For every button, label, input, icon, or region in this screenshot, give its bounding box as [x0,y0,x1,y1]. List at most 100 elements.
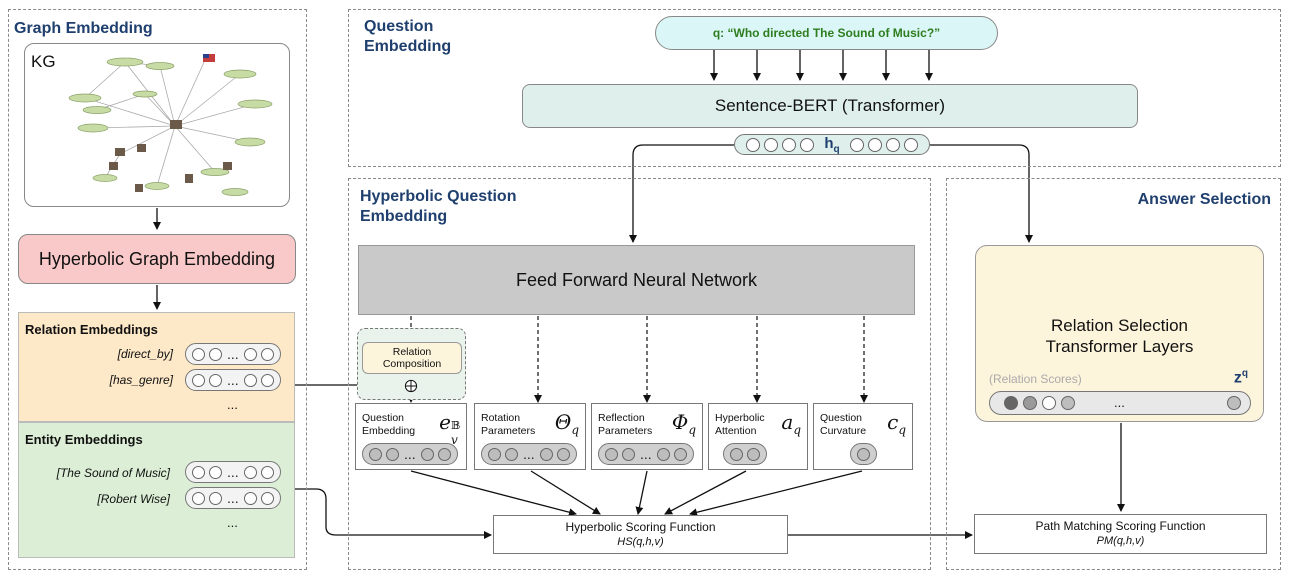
graph-embedding-panel [8,9,307,570]
vector-chip [605,447,618,461]
sentence-bert-box: Sentence-BERT (Transformer) [522,84,1138,128]
param-vector [723,443,767,465]
entity-label-sound-of-music: [The Sound of Music] [56,466,170,480]
kg-graph-illustration [68,54,273,196]
vector-chip [505,447,518,461]
param-label: Rotation Parameters [481,412,536,437]
query-text: q: “Who directed The Sound of Music?” [712,26,941,40]
entity-vector-robert-wise: ... [185,487,281,509]
vector-ellipsis: ... [523,446,535,462]
param-symbol-sub: v [451,433,458,447]
vector-chip [243,347,257,361]
vector-chip [192,491,205,505]
score-dot [1023,396,1037,410]
entity-label-robert-wise: [Robert Wise] [97,492,170,506]
hq-chip [885,137,900,152]
param-symbol: Φq [672,410,696,437]
vector-chip [420,447,434,461]
relation-scores-bar: ... [989,391,1251,415]
question-embedding-panel [348,9,1281,167]
vector-ellipsis: ... [227,490,239,506]
vector-ellipsis: ... [640,446,652,462]
vector-ellipsis: ... [227,372,239,388]
entity-embeddings-title: Entity Embeddings [25,432,143,447]
score-dots [1004,396,1075,410]
hq-chip [903,137,918,152]
param-reflection: Reflection Parameters Φq ... [591,403,703,470]
param-vector: ... [362,443,458,465]
path-matching-box: Path Matching Scoring Function PM(q,h,v) [974,514,1267,554]
zq-symbol-base: z [1233,369,1242,387]
hyperbolic-question-panel [348,178,931,570]
vector-chip [209,347,222,361]
hyperbolic-scoring-title: Hyperbolic Scoring Function [565,520,716,534]
question-embedding-title-line1: Question [364,18,434,35]
vector-chip [260,465,274,479]
vector-chip [243,373,257,387]
zq-symbol: zq [1234,368,1248,387]
relation-label-has-genre: [has_genre] [109,373,173,387]
relation-more: ... [227,397,238,412]
score-dot [1061,396,1075,410]
param-label: Hyperbolic Attention [715,412,765,437]
scores-more: ... [1114,395,1125,410]
entity-embeddings-box: Entity Embeddings [The Sound of Music] .… [18,422,295,558]
hq-chip [764,137,779,152]
oplus-icon [404,379,418,393]
transformer-label-line2: Transformer Layers [1045,337,1194,356]
entity-more: ... [227,515,238,530]
vector-chip [369,447,382,461]
kg-graph-box: KG [24,43,290,207]
vector-chip [747,447,760,461]
vector-chip [209,373,222,387]
ffnn-label: Feed Forward Neural Network [515,269,758,290]
vector-chip [556,447,570,461]
vector-chip [260,347,274,361]
param-symbol-sub: q [571,423,579,437]
ffnn-box: Feed Forward Neural Network [358,245,915,315]
hq-symbol-base: h [824,134,834,152]
vector-chip [622,447,635,461]
hq-chip [746,137,761,152]
hq-symbol-sub: q [833,143,840,155]
vector-chip [192,347,205,361]
param-symbol: cq [887,410,906,437]
vector-chip [488,447,501,461]
param-symbol-sub: q [688,423,696,437]
answer-selection-title: Answer Selection [1137,191,1271,208]
path-matching-formula: PM(q,h,v) [1096,535,1145,547]
score-dot [1004,396,1018,410]
hyperbolic-question-title-line2: Embedding [360,208,448,225]
param-label: Question Curvature [820,412,867,437]
relation-selection-transformer: Relation Selection Transformer Layers (R… [975,245,1264,422]
param-symbol-sup: 𝔹 [451,419,461,432]
relation-scores-label: (Relation Scores) [989,372,1082,386]
param-symbol-base: c [887,410,899,434]
vector-chip [386,447,399,461]
hq-chip [849,137,864,152]
hq-symbol: hq [818,135,845,155]
graph-embedding-title: Graph Embedding [14,20,153,37]
param-hyperbolic-attention: Hyperbolic Attention aq [708,403,808,470]
param-label: Question Embedding [362,412,416,437]
vector-ellipsis: ... [404,446,416,462]
param-symbol: Θq [555,410,579,437]
param-vector: ... [598,443,694,465]
param-symbol: aq [781,410,801,437]
vector-chip [260,491,274,505]
param-vector: ... [481,443,577,465]
hq-chip [800,137,815,152]
vector-ellipsis: ... [227,346,239,362]
param-symbol-sub: q [898,423,906,437]
vector-chip [539,447,553,461]
vector-chip [192,373,205,387]
transformer-label: Relation Selection Transformer Layers [976,315,1263,357]
vector-ellipsis: ... [227,464,239,480]
hyperbolic-scoring-formula: HS(q,h,v) [617,536,664,548]
relation-composition-label: Relation Composition [382,346,442,370]
vector-chip [260,373,274,387]
hyperbolic-question-title: Hyperbolic Question Embedding [360,187,516,227]
param-symbol-base: Φ [671,410,689,434]
